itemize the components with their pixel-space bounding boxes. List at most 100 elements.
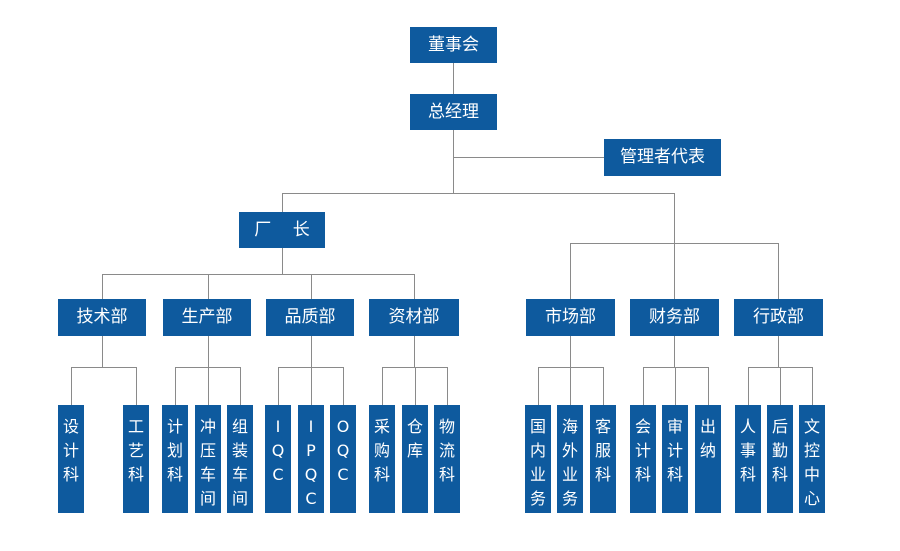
connector-quality-s2 bbox=[311, 367, 312, 405]
node-sub-customer-service: 客服科 bbox=[590, 405, 616, 513]
label-char: 间 bbox=[199, 489, 216, 508]
connector-prod-s2 bbox=[208, 367, 209, 405]
node-dept-market: 市场部 bbox=[526, 299, 615, 336]
label-char: Q bbox=[336, 441, 350, 460]
label-char: 文 bbox=[803, 417, 820, 436]
label-char: I bbox=[275, 417, 281, 436]
connector-tech-hbar bbox=[71, 367, 137, 368]
connector-tech-s1 bbox=[71, 367, 72, 405]
connector-dept-quality bbox=[311, 274, 312, 299]
label-char: 务 bbox=[561, 489, 578, 508]
node-dept-material: 资材部 bbox=[369, 299, 459, 336]
node-sub-document-control: 文控中心 bbox=[799, 405, 825, 513]
label-char: 库 bbox=[406, 441, 423, 460]
label-char: 纳 bbox=[699, 441, 716, 460]
connector-market-s1 bbox=[538, 367, 539, 405]
label-char: 车 bbox=[199, 465, 216, 484]
label-char: 车 bbox=[231, 465, 248, 484]
label-char: 间 bbox=[231, 489, 248, 508]
label-char: 外 bbox=[561, 441, 578, 460]
connector-dept-material bbox=[414, 274, 415, 299]
label-char: 物 bbox=[438, 417, 455, 436]
connector-prod-s1 bbox=[175, 367, 176, 405]
node-sub-planning: 计划科 bbox=[162, 405, 188, 513]
connector-main-hbar bbox=[282, 193, 675, 194]
label-char: 控 bbox=[803, 441, 820, 460]
label-char: 科 bbox=[166, 465, 183, 484]
label-char: C bbox=[272, 465, 284, 484]
label-char: 国 bbox=[529, 417, 546, 436]
dept-label: 技术部 bbox=[76, 307, 128, 327]
node-sub-accounting: 会计科 bbox=[630, 405, 656, 513]
label-char: 心 bbox=[803, 489, 820, 508]
connector-board-gm bbox=[453, 63, 454, 94]
connector-finance-hbar bbox=[643, 367, 709, 368]
connector-finance-s1 bbox=[643, 367, 644, 405]
label-char: 审 bbox=[666, 417, 683, 436]
node-sub-design: 设计科 bbox=[58, 405, 84, 513]
label-char: 出 bbox=[699, 417, 716, 436]
connector-admin-s2 bbox=[780, 367, 781, 405]
label-char: 压 bbox=[199, 441, 216, 460]
node-factory-label: 厂 长 bbox=[254, 219, 310, 240]
label-char: 服 bbox=[594, 441, 611, 460]
node-dept-quality: 品质部 bbox=[266, 299, 354, 336]
label-char: 会 bbox=[634, 417, 651, 436]
connector-prod-down bbox=[208, 336, 209, 367]
dept-label: 行政部 bbox=[753, 307, 804, 327]
label-char: 内 bbox=[529, 441, 546, 460]
label-char: 划 bbox=[166, 441, 183, 460]
connector-factory-up bbox=[282, 193, 283, 212]
connector-rep bbox=[453, 157, 604, 158]
node-sub-cashier: 出纳 bbox=[695, 405, 721, 513]
connector-quality-s1 bbox=[278, 367, 279, 405]
label-char: 科 bbox=[438, 465, 455, 484]
label-char: 勤 bbox=[771, 441, 788, 460]
connector-material-s3 bbox=[447, 367, 448, 405]
dept-label: 资材部 bbox=[388, 307, 440, 327]
label-char: C bbox=[305, 489, 317, 508]
connector-factory-hbar bbox=[102, 274, 415, 275]
label-char: O bbox=[336, 417, 350, 436]
node-sub-logistics-support: 后勤科 bbox=[767, 405, 793, 513]
connector-material-s2 bbox=[415, 367, 416, 405]
connector-finance-s2 bbox=[675, 367, 676, 405]
connector-dept-finance bbox=[674, 243, 675, 299]
label-char: 组 bbox=[231, 417, 248, 436]
node-sub-process: 工艺科 bbox=[123, 405, 149, 513]
node-sub-logistics: 物流科 bbox=[434, 405, 460, 513]
label-char: 务 bbox=[529, 489, 546, 508]
dept-label: 市场部 bbox=[545, 307, 596, 327]
node-gm-label: 总经理 bbox=[428, 101, 479, 122]
connector-finance-s3 bbox=[708, 367, 709, 405]
label-char: 事 bbox=[739, 441, 756, 460]
node-management-rep: 管理者代表 bbox=[604, 139, 721, 176]
label-char: 科 bbox=[127, 465, 144, 484]
connector-dept-tech bbox=[102, 274, 103, 299]
label-char: 设 bbox=[62, 417, 79, 436]
connector-finance-down bbox=[674, 336, 675, 367]
label-char: 人 bbox=[739, 417, 756, 436]
label-char: 计 bbox=[634, 441, 651, 460]
label-char: 科 bbox=[739, 465, 756, 484]
label-char: 计 bbox=[62, 441, 79, 460]
label-char: 装 bbox=[231, 441, 248, 460]
node-factory-director: 厂 长 bbox=[239, 212, 325, 248]
label-char: 中 bbox=[803, 465, 820, 484]
node-board-label: 董事会 bbox=[428, 34, 479, 55]
connector-tech-down bbox=[102, 336, 103, 367]
connector-prod-s3 bbox=[240, 367, 241, 405]
connector-factory-down bbox=[282, 248, 283, 274]
label-char: 购 bbox=[373, 441, 390, 460]
node-dept-admin: 行政部 bbox=[734, 299, 823, 336]
node-sub-warehouse: 仓库 bbox=[402, 405, 428, 513]
label-char: 工 bbox=[127, 417, 144, 436]
node-rep-label: 管理者代表 bbox=[620, 147, 705, 167]
dept-label: 生产部 bbox=[181, 307, 233, 327]
node-dept-production: 生产部 bbox=[163, 299, 251, 336]
connector-market-hbar bbox=[538, 367, 604, 368]
